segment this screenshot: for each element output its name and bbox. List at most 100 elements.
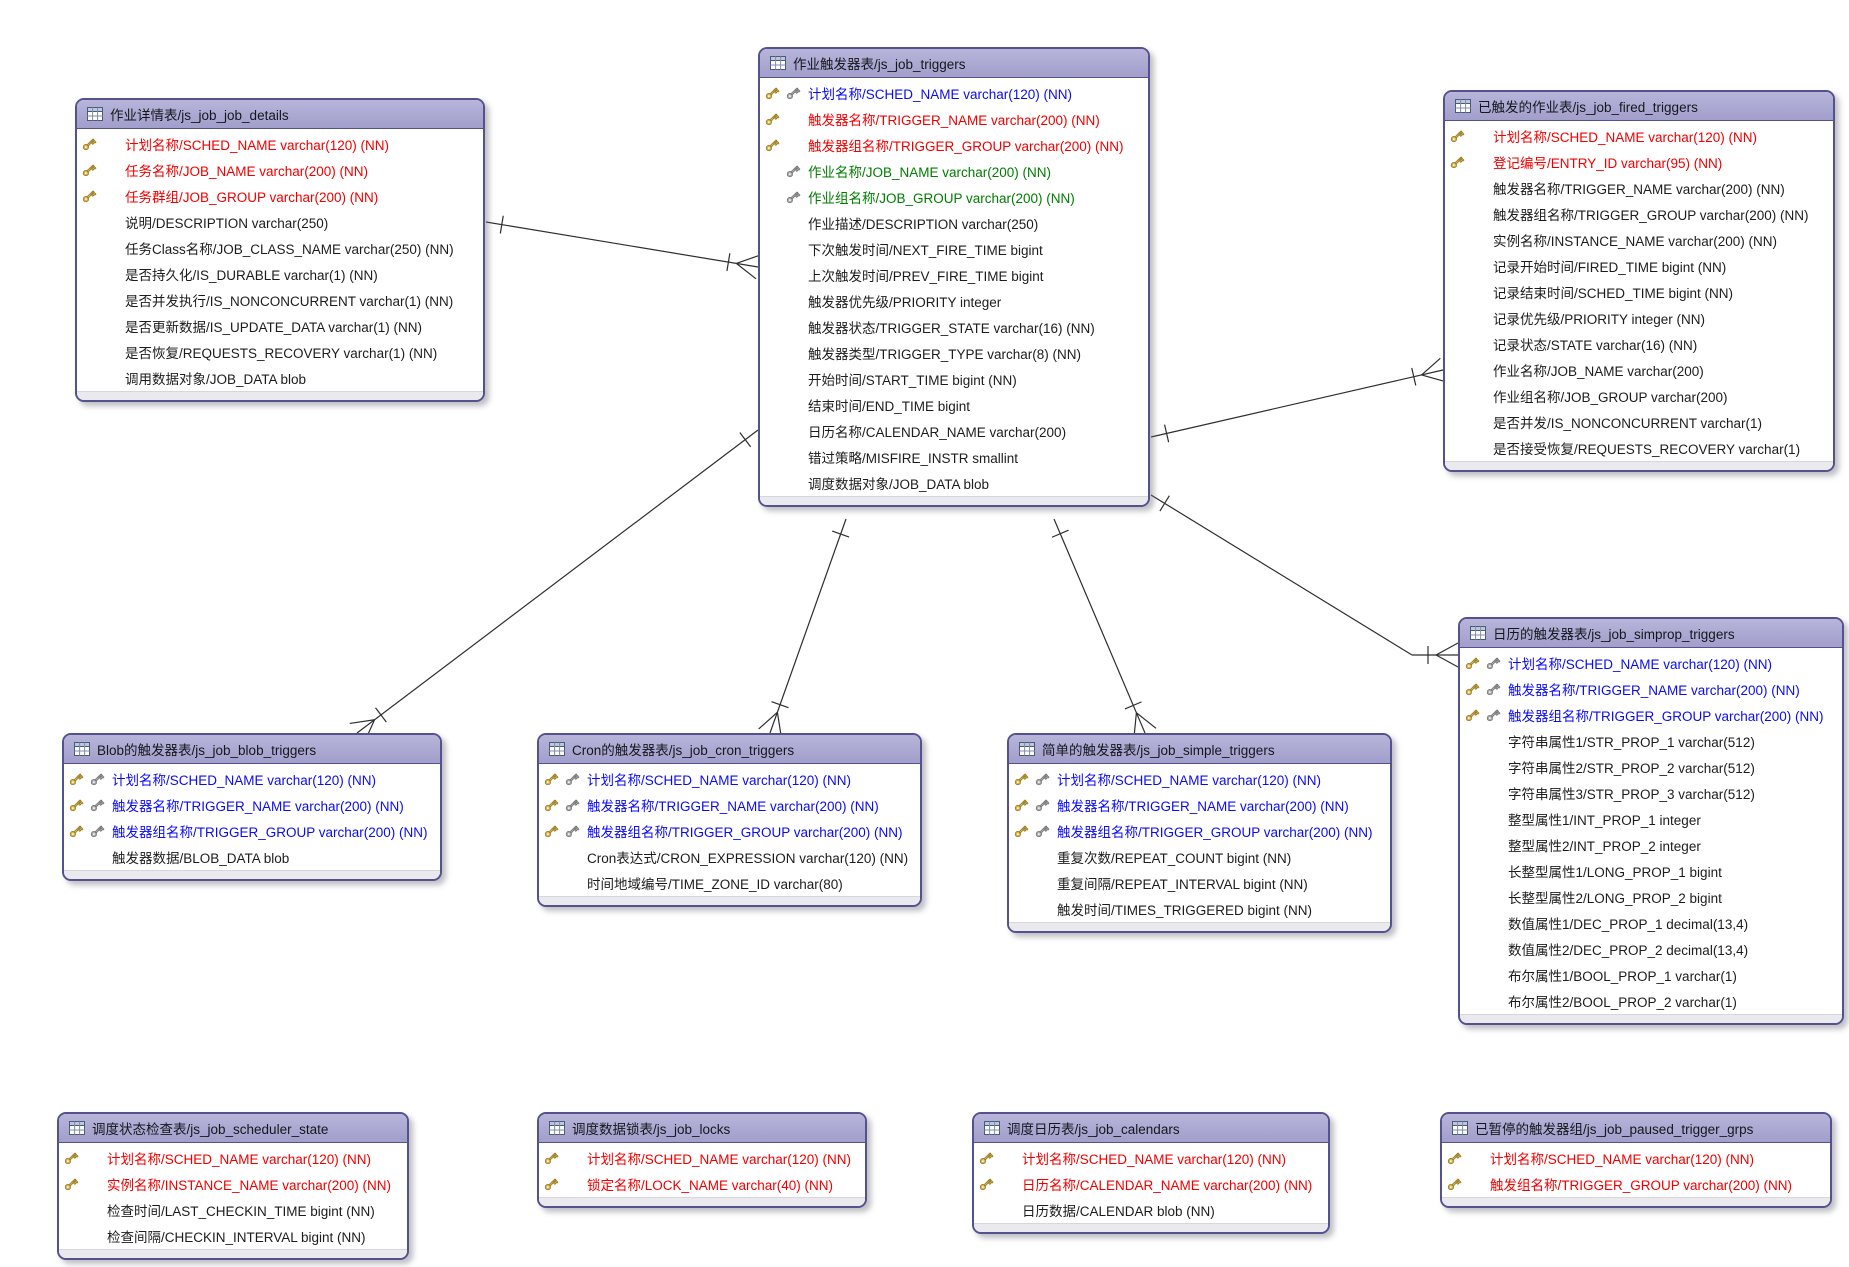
entity-table-header[interactable]: 作业触发器表/js_job_triggers [760,49,1148,78]
column-row-js_job_paused_trigger_grps-1[interactable]: 触发组名称/TRIGGER_GROUP varchar(200) (NN) [1442,1171,1830,1197]
column-row-js_job_fired_triggers-9[interactable]: 作业名称/JOB_NAME varchar(200) [1445,357,1833,383]
entity-table-js_job_triggers[interactable]: 作业触发器表/js_job_triggers 计划名称/SCHED_NAME v… [758,47,1150,507]
column-row-js_job_simprop_triggers-12[interactable]: 布尔属性1/BOOL_PROP_1 varchar(1) [1460,962,1842,988]
column-row-js_job_job_details-9[interactable]: 调用数据对象/JOB_DATA blob [77,365,483,391]
entity-table-js_job_simprop_triggers[interactable]: 日历的触发器表/js_job_simprop_triggers 计划名称/SCH… [1458,617,1844,1025]
column-row-js_job_locks-0[interactable]: 计划名称/SCHED_NAME varchar(120) (NN) [539,1145,865,1171]
column-row-js_job_job_details-5[interactable]: 是否持久化/IS_DURABLE varchar(1) (NN) [77,261,483,287]
column-row-js_job_fired_triggers-0[interactable]: 计划名称/SCHED_NAME varchar(120) (NN) [1445,123,1833,149]
column-row-js_job_triggers-4[interactable]: 作业组名称/JOB_GROUP varchar(200) (NN) [760,184,1148,210]
column-row-js_job_scheduler_state-2[interactable]: 检查时间/LAST_CHECKIN_TIME bigint (NN) [59,1197,407,1223]
entity-table-js_job_calendars[interactable]: 调度日历表/js_job_calendars 计划名称/SCHED_NAME v… [972,1112,1330,1234]
column-row-js_job_fired_triggers-8[interactable]: 记录状态/STATE varchar(16) (NN) [1445,331,1833,357]
column-row-js_job_simprop_triggers-6[interactable]: 整型属性1/INT_PROP_1 integer [1460,806,1842,832]
column-row-js_job_fired_triggers-3[interactable]: 触发器组名称/TRIGGER_GROUP varchar(200) (NN) [1445,201,1833,227]
column-row-js_job_fired_triggers-11[interactable]: 是否并发/IS_NONCONCURRENT varchar(1) [1445,409,1833,435]
column-row-js_job_job_details-0[interactable]: 计划名称/SCHED_NAME varchar(120) (NN) [77,131,483,157]
entity-table-js_job_paused_trigger_grps[interactable]: 已暂停的触发器组/js_job_paused_trigger_grps 计划名称… [1440,1112,1832,1208]
column-row-js_job_locks-1[interactable]: 锁定名称/LOCK_NAME varchar(40) (NN) [539,1171,865,1197]
entity-table-header[interactable]: 简单的触发器表/js_job_simple_triggers [1009,735,1390,764]
column-row-js_job_scheduler_state-0[interactable]: 计划名称/SCHED_NAME varchar(120) (NN) [59,1145,407,1171]
column-row-js_job_fired_triggers-4[interactable]: 实例名称/INSTANCE_NAME varchar(200) (NN) [1445,227,1833,253]
column-row-js_job_simple_triggers-1[interactable]: 触发器名称/TRIGGER_NAME varchar(200) (NN) [1009,792,1390,818]
entity-table-js_job_cron_triggers[interactable]: Cron的触发器表/js_job_cron_triggers 计划名称/SCHE… [537,733,922,907]
column-row-js_job_triggers-10[interactable]: 触发器类型/TRIGGER_TYPE varchar(8) (NN) [760,340,1148,366]
column-row-js_job_simple_triggers-4[interactable]: 重复间隔/REPEAT_INTERVAL bigint (NN) [1009,870,1390,896]
column-row-js_job_fired_triggers-1[interactable]: 登记编号/ENTRY_ID varchar(95) (NN) [1445,149,1833,175]
entity-table-header[interactable]: 已触发的作业表/js_job_fired_triggers [1445,92,1833,121]
column-row-js_job_triggers-3[interactable]: 作业名称/JOB_NAME varchar(200) (NN) [760,158,1148,184]
column-row-js_job_fired_triggers-12[interactable]: 是否接受恢复/REQUESTS_RECOVERY varchar(1) [1445,435,1833,461]
entity-table-js_job_blob_triggers[interactable]: Blob的触发器表/js_job_blob_triggers 计划名称/SCHE… [62,733,442,881]
entity-table-header[interactable]: 调度状态检查表/js_job_scheduler_state [59,1114,407,1143]
column-row-js_job_fired_triggers-6[interactable]: 记录结束时间/SCHED_TIME bigint (NN) [1445,279,1833,305]
column-row-js_job_simprop_triggers-4[interactable]: 字符串属性2/STR_PROP_2 varchar(512) [1460,754,1842,780]
column-row-js_job_triggers-12[interactable]: 结束时间/END_TIME bigint [760,392,1148,418]
column-row-js_job_job_details-3[interactable]: 说明/DESCRIPTION varchar(250) [77,209,483,235]
column-row-js_job_triggers-2[interactable]: 触发器组名称/TRIGGER_GROUP varchar(200) (NN) [760,132,1148,158]
entity-table-header[interactable]: 日历的触发器表/js_job_simprop_triggers [1460,619,1842,648]
column-row-js_job_calendars-2[interactable]: 日历数据/CALENDAR blob (NN) [974,1197,1328,1223]
column-row-js_job_simple_triggers-5[interactable]: 触发时间/TIMES_TRIGGERED bigint (NN) [1009,896,1390,922]
column-row-js_job_job_details-6[interactable]: 是否并发执行/IS_NONCONCURRENT varchar(1) (NN) [77,287,483,313]
column-row-js_job_cron_triggers-0[interactable]: 计划名称/SCHED_NAME varchar(120) (NN) [539,766,920,792]
column-row-js_job_triggers-14[interactable]: 错过策略/MISFIRE_INSTR smallint [760,444,1148,470]
entity-table-header[interactable]: 已暂停的触发器组/js_job_paused_trigger_grps [1442,1114,1830,1143]
column-row-js_job_simprop_triggers-3[interactable]: 字符串属性1/STR_PROP_1 varchar(512) [1460,728,1842,754]
column-row-js_job_cron_triggers-4[interactable]: 时间地域编号/TIME_ZONE_ID varchar(80) [539,870,920,896]
column-row-js_job_paused_trigger_grps-0[interactable]: 计划名称/SCHED_NAME varchar(120) (NN) [1442,1145,1830,1171]
column-row-js_job_fired_triggers-2[interactable]: 触发器名称/TRIGGER_NAME varchar(200) (NN) [1445,175,1833,201]
column-row-js_job_simple_triggers-2[interactable]: 触发器组名称/TRIGGER_GROUP varchar(200) (NN) [1009,818,1390,844]
entity-table-header[interactable]: Blob的触发器表/js_job_blob_triggers [64,735,440,764]
column-row-js_job_fired_triggers-10[interactable]: 作业组名称/JOB_GROUP varchar(200) [1445,383,1833,409]
column-row-js_job_simprop_triggers-8[interactable]: 长整型属性1/LONG_PROP_1 bigint [1460,858,1842,884]
entity-table-js_job_fired_triggers[interactable]: 已触发的作业表/js_job_fired_triggers 计划名称/SCHED… [1443,90,1835,472]
column-row-js_job_simprop_triggers-10[interactable]: 数值属性1/DEC_PROP_1 decimal(13,4) [1460,910,1842,936]
column-row-js_job_simprop_triggers-9[interactable]: 长整型属性2/LONG_PROP_2 bigint [1460,884,1842,910]
column-row-js_job_cron_triggers-3[interactable]: Cron表达式/CRON_EXPRESSION varchar(120) (NN… [539,844,920,870]
column-row-js_job_triggers-5[interactable]: 作业描述/DESCRIPTION varchar(250) [760,210,1148,236]
column-row-js_job_triggers-15[interactable]: 调度数据对象/JOB_DATA blob [760,470,1148,496]
column-row-js_job_fired_triggers-7[interactable]: 记录优先级/PRIORITY integer (NN) [1445,305,1833,331]
column-row-js_job_calendars-1[interactable]: 日历名称/CALENDAR_NAME varchar(200) (NN) [974,1171,1328,1197]
column-row-js_job_scheduler_state-3[interactable]: 检查间隔/CHECKIN_INTERVAL bigint (NN) [59,1223,407,1249]
column-row-js_job_simprop_triggers-2[interactable]: 触发器组名称/TRIGGER_GROUP varchar(200) (NN) [1460,702,1842,728]
column-row-js_job_job_details-7[interactable]: 是否更新数据/IS_UPDATE_DATA varchar(1) (NN) [77,313,483,339]
column-row-js_job_triggers-11[interactable]: 开始时间/START_TIME bigint (NN) [760,366,1148,392]
column-row-js_job_simple_triggers-0[interactable]: 计划名称/SCHED_NAME varchar(120) (NN) [1009,766,1390,792]
column-row-js_job_triggers-0[interactable]: 计划名称/SCHED_NAME varchar(120) (NN) [760,80,1148,106]
entity-table-js_job_scheduler_state[interactable]: 调度状态检查表/js_job_scheduler_state 计划名称/SCHE… [57,1112,409,1260]
column-row-js_job_blob_triggers-3[interactable]: 触发器数据/BLOB_DATA blob [64,844,440,870]
entity-table-js_job_simple_triggers[interactable]: 简单的触发器表/js_job_simple_triggers 计划名称/SCHE… [1007,733,1392,933]
column-row-js_job_cron_triggers-2[interactable]: 触发器组名称/TRIGGER_GROUP varchar(200) (NN) [539,818,920,844]
column-row-js_job_calendars-0[interactable]: 计划名称/SCHED_NAME varchar(120) (NN) [974,1145,1328,1171]
column-row-js_job_scheduler_state-1[interactable]: 实例名称/INSTANCE_NAME varchar(200) (NN) [59,1171,407,1197]
entity-table-header[interactable]: 调度日历表/js_job_calendars [974,1114,1328,1143]
column-row-js_job_job_details-2[interactable]: 任务群组/JOB_GROUP varchar(200) (NN) [77,183,483,209]
entity-table-header[interactable]: 调度数据锁表/js_job_locks [539,1114,865,1143]
column-row-js_job_triggers-13[interactable]: 日历名称/CALENDAR_NAME varchar(200) [760,418,1148,444]
column-row-js_job_simprop_triggers-13[interactable]: 布尔属性2/BOOL_PROP_2 varchar(1) [1460,988,1842,1014]
column-row-js_job_job_details-1[interactable]: 任务名称/JOB_NAME varchar(200) (NN) [77,157,483,183]
column-row-js_job_simprop_triggers-7[interactable]: 整型属性2/INT_PROP_2 integer [1460,832,1842,858]
column-row-js_job_triggers-9[interactable]: 触发器状态/TRIGGER_STATE varchar(16) (NN) [760,314,1148,340]
column-row-js_job_simprop_triggers-1[interactable]: 触发器名称/TRIGGER_NAME varchar(200) (NN) [1460,676,1842,702]
column-row-js_job_simprop_triggers-11[interactable]: 数值属性2/DEC_PROP_2 decimal(13,4) [1460,936,1842,962]
column-row-js_job_blob_triggers-1[interactable]: 触发器名称/TRIGGER_NAME varchar(200) (NN) [64,792,440,818]
column-row-js_job_triggers-8[interactable]: 触发器优先级/PRIORITY integer [760,288,1148,314]
column-row-js_job_job_details-8[interactable]: 是否恢复/REQUESTS_RECOVERY varchar(1) (NN) [77,339,483,365]
entity-table-header[interactable]: Cron的触发器表/js_job_cron_triggers [539,735,920,764]
column-row-js_job_triggers-1[interactable]: 触发器名称/TRIGGER_NAME varchar(200) (NN) [760,106,1148,132]
entity-table-header[interactable]: 作业详情表/js_job_job_details [77,100,483,129]
column-row-js_job_job_details-4[interactable]: 任务Class名称/JOB_CLASS_NAME varchar(250) (N… [77,235,483,261]
entity-table-js_job_job_details[interactable]: 作业详情表/js_job_job_details 计划名称/SCHED_NAME… [75,98,485,402]
column-row-js_job_simple_triggers-3[interactable]: 重复次数/REPEAT_COUNT bigint (NN) [1009,844,1390,870]
column-row-js_job_triggers-7[interactable]: 上次触发时间/PREV_FIRE_TIME bigint [760,262,1148,288]
column-row-js_job_simprop_triggers-5[interactable]: 字符串属性3/STR_PROP_3 varchar(512) [1460,780,1842,806]
column-row-js_job_triggers-6[interactable]: 下次触发时间/NEXT_FIRE_TIME bigint [760,236,1148,262]
column-row-js_job_fired_triggers-5[interactable]: 记录开始时间/FIRED_TIME bigint (NN) [1445,253,1833,279]
column-row-js_job_blob_triggers-0[interactable]: 计划名称/SCHED_NAME varchar(120) (NN) [64,766,440,792]
entity-table-js_job_locks[interactable]: 调度数据锁表/js_job_locks 计划名称/SCHED_NAME varc… [537,1112,867,1208]
column-row-js_job_simprop_triggers-0[interactable]: 计划名称/SCHED_NAME varchar(120) (NN) [1460,650,1842,676]
column-row-js_job_cron_triggers-1[interactable]: 触发器名称/TRIGGER_NAME varchar(200) (NN) [539,792,920,818]
